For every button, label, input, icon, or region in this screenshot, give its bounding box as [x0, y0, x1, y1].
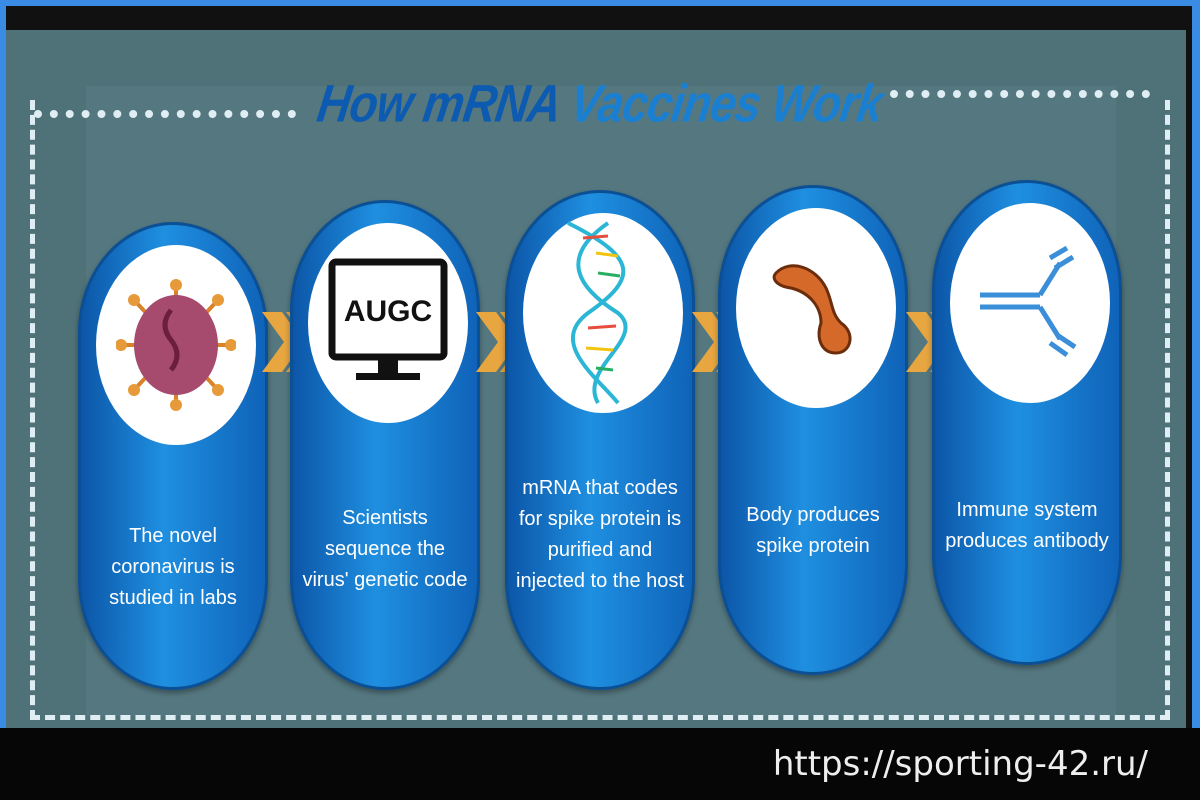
step-5-circle	[950, 203, 1110, 403]
antibody-icon	[980, 245, 1077, 358]
dashed-border-top-right	[890, 90, 1150, 98]
watermark-url: https://sporting-42.ru/	[772, 744, 1148, 784]
title-part2: Vaccines Work	[566, 73, 887, 133]
step-3-text: mRNA that codes for spike protein is pur…	[516, 477, 684, 592]
step-5-pill: Immune system produces antibody	[932, 180, 1122, 665]
computer-monitor-icon: AUGC	[328, 258, 448, 380]
step-5-text: Immune system produces antibody	[945, 499, 1109, 552]
step-2-pill: AUGC Scientists sequence the virus' gene…	[290, 200, 480, 690]
step-3-pill: mRNA that codes for spike protein is pur…	[505, 190, 695, 690]
monitor-text: AUGC	[344, 295, 432, 328]
dashed-border	[30, 100, 1170, 720]
coronavirus-icon	[116, 279, 236, 411]
dashed-border-top-left	[34, 110, 296, 118]
title-part1: How mRNA	[313, 73, 563, 133]
step-2-text: Scientists sequence the virus' genetic c…	[302, 507, 468, 591]
step-2-circle: AUGC	[308, 223, 468, 423]
spike-protein-icon	[772, 264, 852, 355]
infographic-title: How mRNA Vaccines Work	[314, 72, 887, 134]
step-1-circle	[96, 245, 256, 445]
step-4-text: Body produces spike protein	[746, 504, 880, 557]
step-1-pill: The novel coronavirus is studied in labs	[78, 222, 268, 690]
step-1-text: The novel coronavirus is studied in labs	[109, 525, 237, 609]
step-4-circle	[736, 208, 896, 408]
mrna-helix-icon	[567, 221, 628, 405]
step-3-circle	[523, 213, 683, 413]
step-4-pill: Body produces spike protein	[718, 185, 908, 675]
footer-bar	[0, 728, 1200, 800]
